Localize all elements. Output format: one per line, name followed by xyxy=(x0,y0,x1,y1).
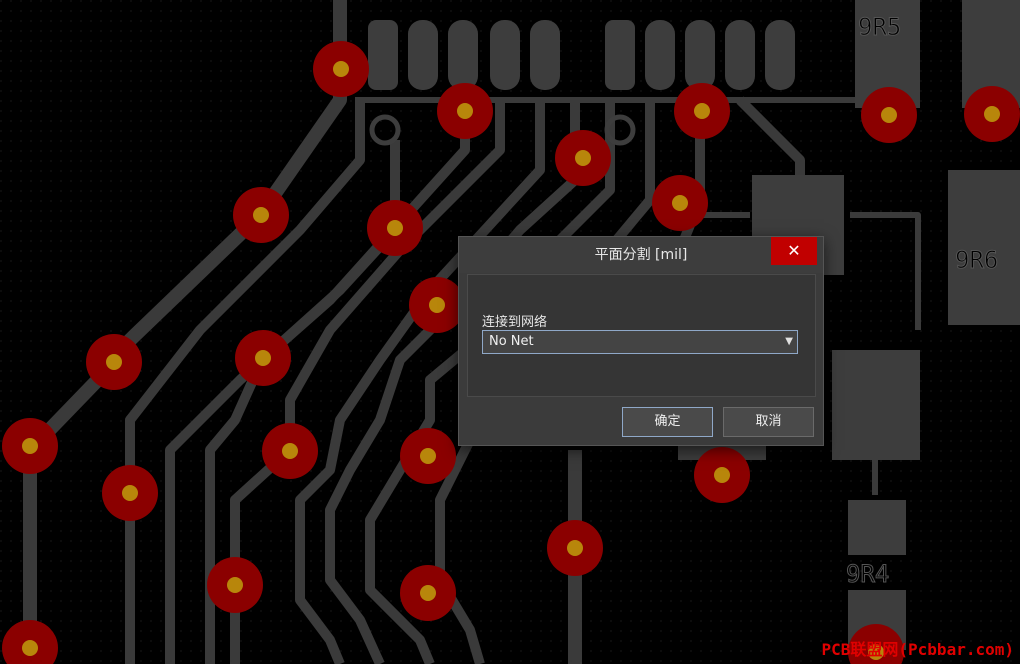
via-drill xyxy=(387,220,403,236)
dialog-panel: 连接到网络 No Net ▼ xyxy=(467,274,816,397)
via-drill xyxy=(420,448,436,464)
watermark: PCB联盟网(Pcbbar.com) xyxy=(821,640,1015,659)
via-drill xyxy=(672,195,688,211)
via-drill xyxy=(227,577,243,593)
net-select-value: No Net xyxy=(489,334,534,349)
via-drill xyxy=(22,438,38,454)
dialog-title: 平面分割 [mil] xyxy=(594,247,688,263)
via-drill xyxy=(457,103,473,119)
via-drill xyxy=(22,640,38,656)
via-drill xyxy=(282,443,298,459)
chevron-down-icon: ▼ xyxy=(785,336,793,347)
mounting-holes xyxy=(369,114,636,146)
via-drill xyxy=(122,485,138,501)
via-drill xyxy=(694,103,710,119)
close-button[interactable]: ✕ xyxy=(771,237,817,265)
cancel-button[interactable]: 取消 xyxy=(723,407,814,437)
plane-split-dialog: 平面分割 [mil] ✕ 连接到网络 No Net ▼ 确定 取消 xyxy=(458,236,824,446)
via-drill xyxy=(255,350,271,366)
via-drill xyxy=(567,540,583,556)
designator-9r6: 9R6 xyxy=(955,246,998,274)
via-drill xyxy=(253,207,269,223)
via-drill xyxy=(333,61,349,77)
via-drill xyxy=(714,467,730,483)
designator-9r5: 9R5 xyxy=(858,13,901,41)
net-select[interactable]: No Net ▼ xyxy=(482,330,798,354)
copper-tracks xyxy=(23,0,921,664)
close-icon: ✕ xyxy=(787,241,801,260)
net-field-label: 连接到网络 xyxy=(482,315,548,330)
via-drill xyxy=(984,106,1000,122)
via-drill xyxy=(881,107,897,123)
via-drill xyxy=(868,644,884,660)
via-drill xyxy=(420,585,436,601)
via-drill xyxy=(575,150,591,166)
via-drill xyxy=(429,297,445,313)
designator-9r4: 9R4 xyxy=(846,560,889,588)
via-drill xyxy=(106,354,122,370)
ok-button[interactable]: 确定 xyxy=(622,407,713,437)
via-layer xyxy=(2,41,1020,664)
dialog-titlebar[interactable] xyxy=(459,237,823,273)
